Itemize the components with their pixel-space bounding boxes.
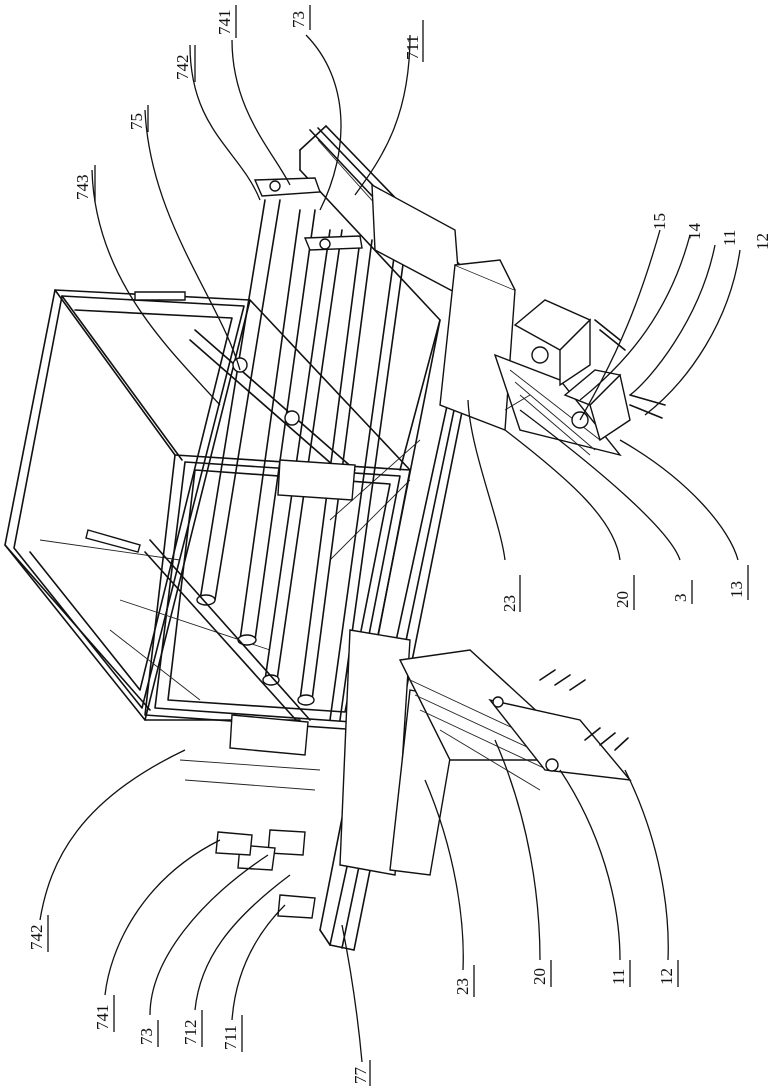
label-12-top: 12 xyxy=(753,233,772,250)
label-11-top: 11 xyxy=(720,230,739,246)
label-743: 743 xyxy=(73,175,92,201)
label-77: 77 xyxy=(351,1067,370,1085)
label-13: 13 xyxy=(727,581,746,598)
label-23-bot: 23 xyxy=(453,978,472,995)
label-12-bot: 12 xyxy=(657,968,676,985)
label-741-top: 741 xyxy=(215,10,234,36)
label-23-mid: 23 xyxy=(500,595,519,612)
label-20-bot: 20 xyxy=(530,968,549,985)
label-14: 14 xyxy=(685,223,704,241)
label-15: 15 xyxy=(650,213,669,230)
label-11-bot: 11 xyxy=(609,969,628,985)
label-711-top: 711 xyxy=(403,35,422,60)
label-741-bot: 741 xyxy=(93,1005,112,1031)
label-712: 712 xyxy=(181,1020,200,1046)
end-assembly-lower xyxy=(180,760,320,918)
label-3: 3 xyxy=(671,594,690,603)
label-73-bot: 73 xyxy=(137,1028,156,1045)
label-75: 75 xyxy=(127,113,146,130)
label-742-bot: 742 xyxy=(27,925,46,951)
leader-lines xyxy=(40,35,740,1062)
label-711-bot: 711 xyxy=(221,1025,240,1050)
label-73-top: 73 xyxy=(289,11,308,28)
bin-lower xyxy=(340,630,630,875)
label-742-top: 742 xyxy=(173,55,192,81)
bin-upper xyxy=(372,185,665,455)
label-20-mid: 20 xyxy=(613,591,632,608)
